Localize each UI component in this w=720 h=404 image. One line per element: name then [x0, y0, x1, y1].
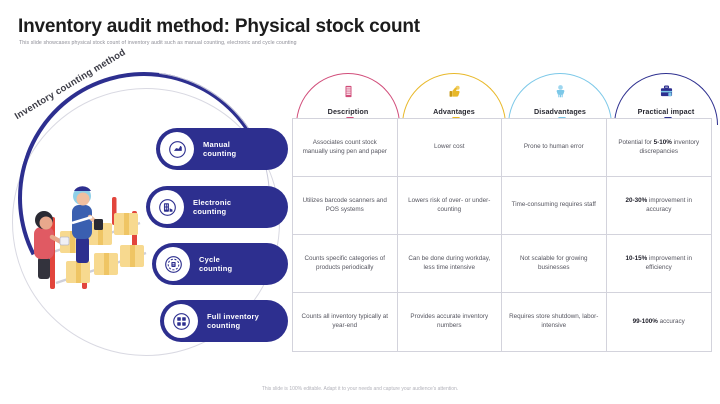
warehouse-grid-icon: [164, 304, 198, 338]
table-cell-description: Counts all inventory typically at year-e…: [293, 293, 398, 351]
slide-footer-note: This slide is 100% editable. Adapt it to…: [261, 386, 459, 392]
method-pill-label: Cycle counting: [199, 255, 232, 274]
table-cell-disadvantages: Requires store shutdown, labor-intensive: [502, 293, 607, 351]
table-cell-impact: 99-100% accuracy: [607, 293, 712, 351]
method-pill-label: Full inventory counting: [207, 312, 259, 331]
table-cell-advantages: Can be done during workday, less time in…: [397, 235, 502, 293]
cycle-refresh-icon: [156, 247, 190, 281]
method-label-line2: counting: [199, 264, 233, 273]
thumbs-up-icon: [445, 82, 464, 101]
briefcase-icon: [657, 82, 676, 101]
impact-rest: accuracy: [657, 317, 685, 325]
method-label-line2: counting: [193, 207, 227, 216]
impact-prefix: Potential for: [618, 138, 654, 146]
method-label-line1: Cycle: [199, 254, 221, 264]
page-title: Inventory audit method: Physical stock c…: [18, 16, 420, 37]
table-cell-disadvantages: Time-consuming requires staff: [502, 177, 607, 235]
impact-rest: inventory discrepancies: [639, 138, 700, 155]
column-header-label: Advantages: [409, 104, 499, 119]
column-header-description[interactable]: Description: [296, 73, 400, 125]
impact-rest: improvement in accuracy: [646, 196, 692, 213]
column-header-practical-impact[interactable]: Practical impact: [614, 73, 718, 125]
method-pill-electronic-counting[interactable]: Electronic counting: [146, 186, 288, 228]
impact-metric: 5-10%: [653, 138, 672, 146]
method-label-line1: Manual: [203, 139, 231, 149]
table-cell-description: Utilizes barcode scanners and POS system…: [293, 177, 398, 235]
method-label-line1: Electronic: [193, 197, 232, 207]
table-cell-disadvantages: Prone to human error: [502, 119, 607, 177]
impact-metric: 10-15%: [625, 254, 648, 262]
table-cell-advantages: Provides accurate inventory numbers: [398, 293, 502, 351]
table-cell-description: Associates count stock manually using pe…: [293, 119, 398, 177]
column-header-advantages[interactable]: Advantages: [402, 73, 506, 125]
method-pill-label: Electronic counting: [193, 198, 231, 217]
comparison-table: Associates count stock manually using pe…: [292, 118, 712, 352]
impact-rest: improvement in efficiency: [645, 254, 692, 271]
column-header-label: Disadvantages: [515, 104, 605, 119]
method-pill-full-inventory-counting[interactable]: Full inventory counting: [160, 300, 288, 342]
page-subtitle: This slide showcases physical stock coun…: [19, 40, 297, 46]
method-label-line2: counting: [203, 149, 237, 158]
hand-writing-icon: [160, 132, 194, 166]
thumbs-down-icon: [551, 82, 570, 101]
table-cell-disadvantages: Not scalable for growing businesses: [502, 235, 607, 293]
impact-metric: 99-100%: [632, 317, 658, 325]
table-cell-description: Counts specific categories of products p…: [293, 235, 398, 293]
warehouse-stock-count-illustration: [14, 165, 164, 300]
document-list-icon: [339, 82, 358, 101]
method-pill-label: Manual counting: [203, 140, 236, 159]
barcode-scanner-icon: [150, 190, 184, 224]
column-header-label: Description: [303, 104, 393, 119]
method-pill-manual-counting[interactable]: Manual counting: [156, 128, 288, 170]
table-cell-impact: 10-15% improvement in efficiency: [606, 235, 711, 293]
column-header-label: Practical impact: [621, 104, 711, 119]
method-pill-cycle-counting[interactable]: Cycle counting: [152, 243, 288, 285]
method-label-line1: Full inventory: [207, 311, 259, 321]
column-header-disadvantages[interactable]: Disadvantages: [508, 73, 612, 125]
table-cell-impact: 20-30% improvement in accuracy: [606, 177, 711, 235]
table-cell-advantages: Lowers risk of over- or under-counting: [397, 177, 502, 235]
table-cell-advantages: Lower cost: [397, 119, 502, 177]
impact-metric: 20-30%: [625, 196, 648, 204]
method-label-line2: counting: [207, 321, 241, 330]
table-cell-impact: Potential for 5-10% inventory discrepanc…: [606, 119, 711, 177]
